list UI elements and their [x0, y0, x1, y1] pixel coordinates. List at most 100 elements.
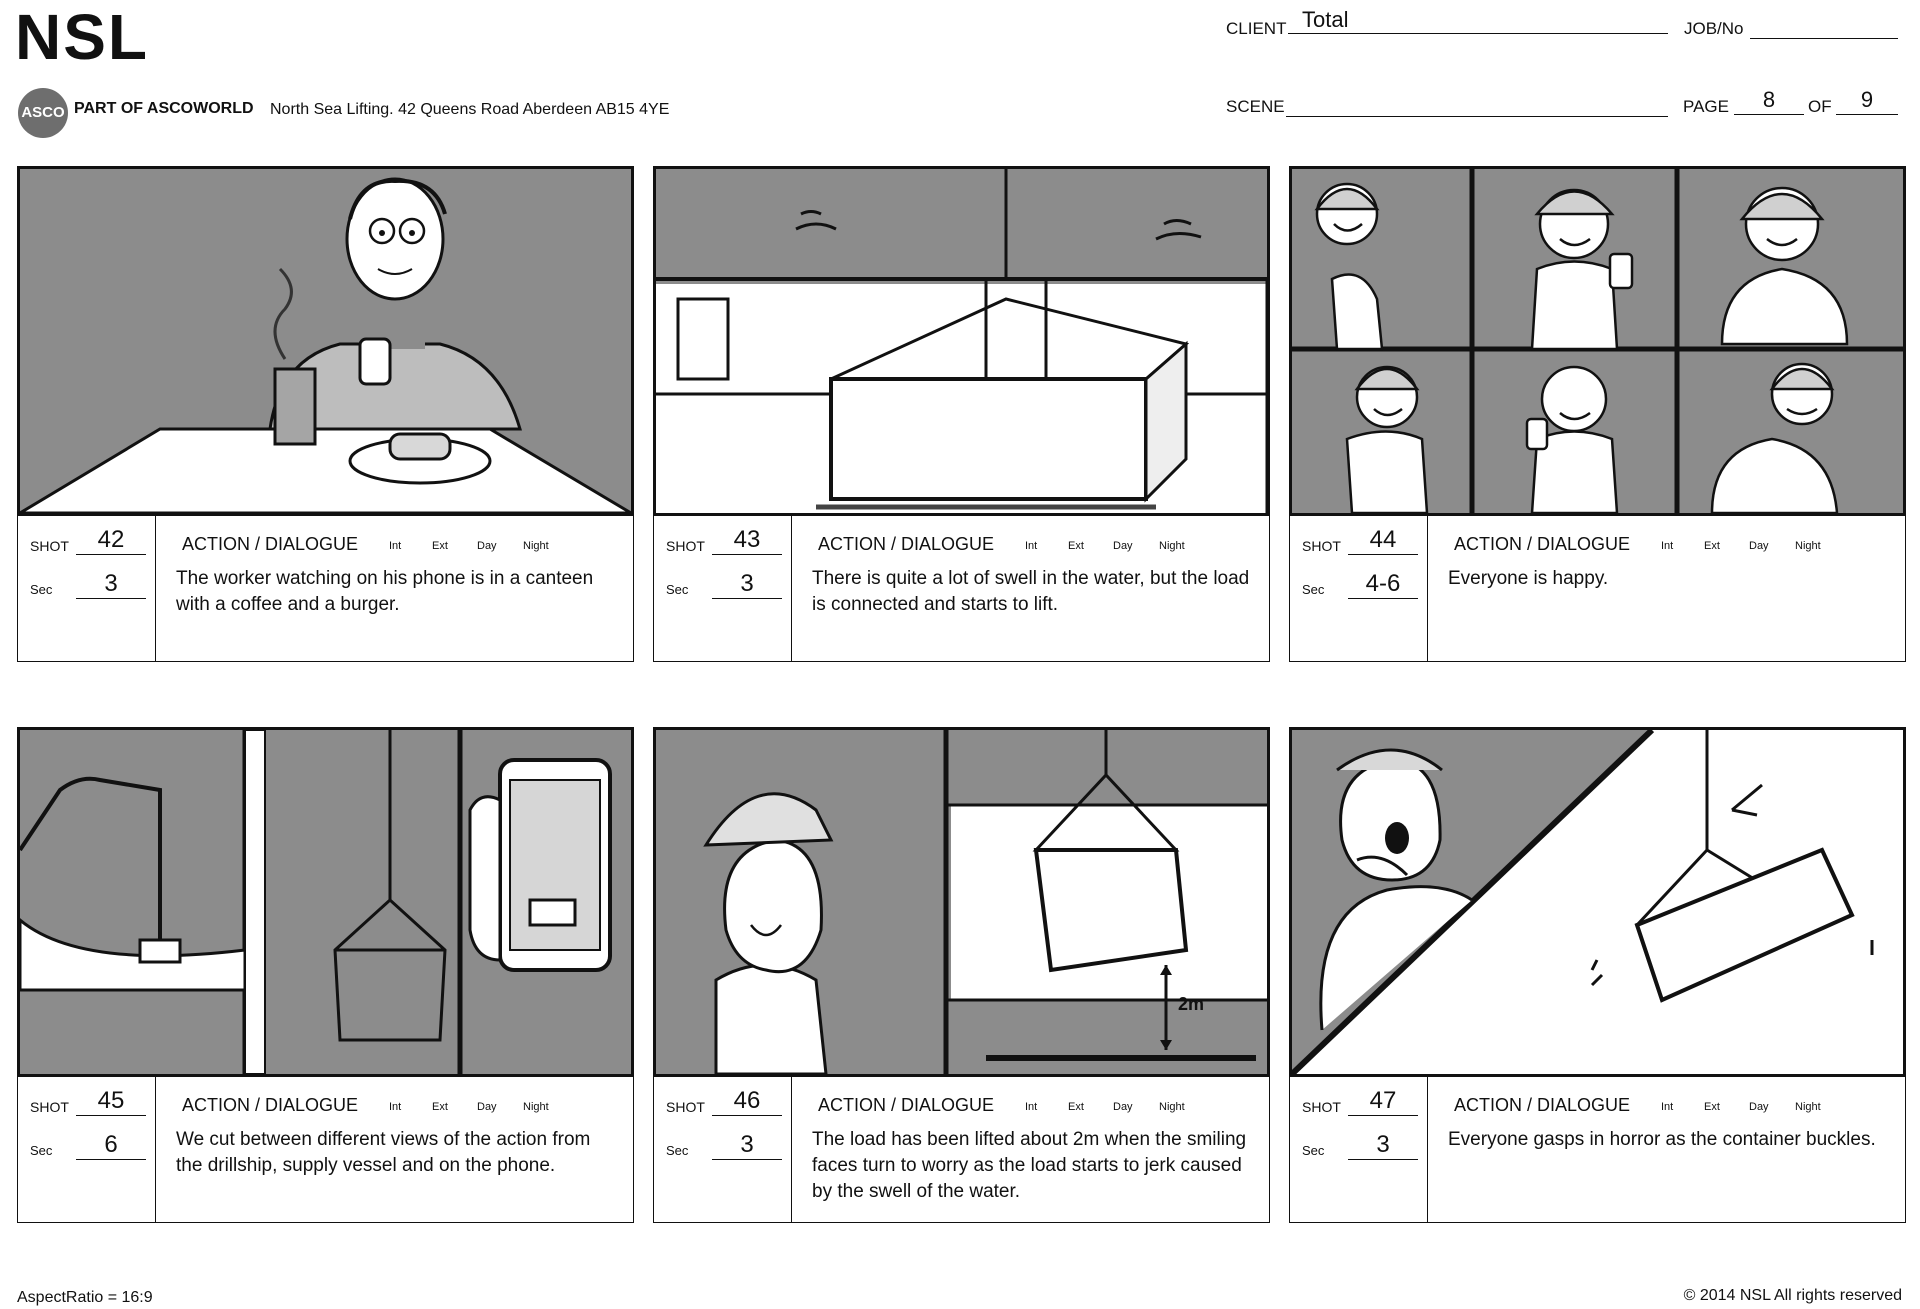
storyboard-panel: SHOT 45 Sec 6 ACTION / DIALOGUE Int Ext … — [17, 727, 634, 1227]
int-option: Int — [389, 1101, 402, 1113]
int-option: Int — [1025, 540, 1038, 552]
asco-logo-badge: ASCO — [18, 88, 68, 138]
ext-option: Ext — [1704, 1101, 1720, 1113]
shot-description: Everyone is happy. — [1448, 568, 1609, 589]
int-option: Int — [1661, 540, 1674, 552]
aspect-ratio-note: AspectRatio = 16:9 — [17, 1289, 153, 1306]
int-option: Int — [1661, 1101, 1674, 1113]
multi-view-lift-sketch — [20, 730, 612, 1074]
info-divider — [1427, 516, 1428, 661]
day-option: Day — [1749, 540, 1769, 552]
container-lift-sketch — [656, 169, 1267, 513]
asco-tagline: PART OF ASCOWORLD — [74, 100, 254, 117]
total-pages-field[interactable]: 9 — [1836, 88, 1898, 115]
shot-label: SHOT — [666, 538, 705, 554]
shot-number: 45 — [76, 1087, 146, 1116]
shot-seconds: 3 — [1348, 1131, 1418, 1160]
shot-info: SHOT 44 Sec 4-6 ACTION / DIALOGUE Int Ex… — [1289, 516, 1906, 662]
shot-label: SHOT — [30, 1099, 69, 1115]
storyboard-panel: 2m SHOT 46 Sec 3 ACTION / DIALOGUE Int E… — [653, 727, 1270, 1227]
shot-description: Everyone gasps in horror as the containe… — [1448, 1129, 1876, 1150]
shot-info: SHOT 46 Sec 3 ACTION / DIALOGUE Int Ext … — [653, 1077, 1270, 1223]
action-dialogue-label: ACTION / DIALOGUE — [818, 1095, 995, 1115]
of-label: OF — [1808, 97, 1832, 116]
worker-and-lifted-load-sketch: 2m — [703, 730, 1267, 1074]
ext-option: Ext — [432, 1101, 448, 1113]
shot-seconds: 4-6 — [1348, 570, 1418, 599]
shot-seconds: 3 — [712, 1131, 782, 1160]
action-dialogue-label: ACTION / DIALOGUE — [182, 534, 359, 554]
shot-number: 44 — [1348, 526, 1418, 555]
info-divider — [155, 516, 156, 661]
height-annotation: 2m — [1178, 994, 1204, 1014]
shot-number: 47 — [1348, 1087, 1418, 1116]
action-dialogue-label: ACTION / DIALOGUE — [818, 534, 995, 554]
shot-number: 46 — [712, 1087, 782, 1116]
job-label: JOB/No — [1684, 19, 1744, 38]
sketch-frame — [17, 727, 634, 1077]
gasp-container-buckles-sketch — [1292, 730, 1903, 1074]
day-option: Day — [1749, 1101, 1769, 1113]
shot-label: SHOT — [666, 1099, 705, 1115]
action-dialogue-label: ACTION / DIALOGUE — [1454, 1095, 1631, 1115]
sketch-frame — [17, 166, 634, 516]
shot-label: SHOT — [30, 538, 69, 554]
ext-option: Ext — [1068, 540, 1084, 552]
info-divider — [155, 1077, 156, 1222]
sketch-frame — [653, 166, 1270, 516]
int-option: Int — [389, 540, 402, 552]
shot-label: SHOT — [1302, 1099, 1341, 1115]
night-option: Night — [523, 540, 549, 552]
shot-description: The worker watching on his phone is in a… — [176, 568, 594, 615]
info-divider — [1427, 1077, 1428, 1222]
shot-info: SHOT 43 Sec 3 ACTION / DIALOGUE Int Ext … — [653, 516, 1270, 662]
copyright-notice: © 2014 NSL All rights reserved — [1683, 1287, 1902, 1304]
client-label: CLIENT — [1226, 19, 1287, 38]
info-divider — [791, 1077, 792, 1222]
info-divider — [791, 516, 792, 661]
sketch-frame — [1289, 727, 1906, 1077]
night-option: Night — [1159, 1101, 1185, 1113]
scene-label: SCENE — [1226, 97, 1285, 116]
sec-label: Sec — [666, 1143, 689, 1158]
sec-label: Sec — [1302, 582, 1325, 597]
storyboard-panel: SHOT 42 Sec 3 ACTION / DIALOGUE Int Ext … — [17, 166, 634, 666]
sketch-frame: 2m — [653, 727, 1270, 1077]
shot-description: The load has been lifted about 2m when t… — [812, 1129, 1247, 1202]
action-dialogue-label: ACTION / DIALOGUE — [1454, 534, 1631, 554]
page-label: PAGE — [1683, 97, 1729, 116]
shot-description: There is quite a lot of swell in the wat… — [812, 568, 1250, 615]
canteen-worker-sketch — [20, 177, 631, 513]
int-option: Int — [1025, 1101, 1038, 1113]
shot-seconds: 3 — [76, 570, 146, 599]
shot-info: SHOT 42 Sec 3 ACTION / DIALOGUE Int Ext … — [17, 516, 634, 662]
storyboard-panel: SHOT 43 Sec 3 ACTION / DIALOGUE Int Ext … — [653, 166, 1270, 666]
shot-info: SHOT 45 Sec 6 ACTION / DIALOGUE Int Ext … — [17, 1077, 634, 1223]
client-field[interactable]: Total — [1288, 8, 1668, 34]
nsl-logo: NSL — [15, 1, 149, 73]
shot-label: SHOT — [1302, 538, 1341, 554]
sec-label: Sec — [666, 582, 689, 597]
ext-option: Ext — [432, 540, 448, 552]
day-option: Day — [477, 540, 497, 552]
shot-info: SHOT 47 Sec 3 ACTION / DIALOGUE Int Ext … — [1289, 1077, 1906, 1223]
shot-description: We cut between different views of the ac… — [176, 1129, 591, 1176]
shot-seconds: 6 — [76, 1131, 146, 1160]
night-option: Night — [1159, 540, 1185, 552]
sec-label: Sec — [30, 582, 53, 597]
sec-label: Sec — [1302, 1143, 1325, 1158]
scene-field[interactable] — [1286, 90, 1668, 117]
action-dialogue-label: ACTION / DIALOGUE — [182, 1095, 359, 1115]
job-field[interactable] — [1750, 12, 1898, 39]
ext-option: Ext — [1704, 540, 1720, 552]
page-field[interactable]: 8 — [1734, 88, 1804, 115]
day-option: Day — [477, 1101, 497, 1113]
shot-seconds: 3 — [712, 570, 782, 599]
night-option: Night — [1795, 1101, 1821, 1113]
ext-option: Ext — [1068, 1101, 1084, 1113]
shot-number: 42 — [76, 526, 146, 555]
storyboard-panel: SHOT 47 Sec 3 ACTION / DIALOGUE Int Ext … — [1289, 727, 1906, 1227]
night-option: Night — [523, 1101, 549, 1113]
shot-number: 43 — [712, 526, 782, 555]
sketch-frame — [1289, 166, 1906, 516]
